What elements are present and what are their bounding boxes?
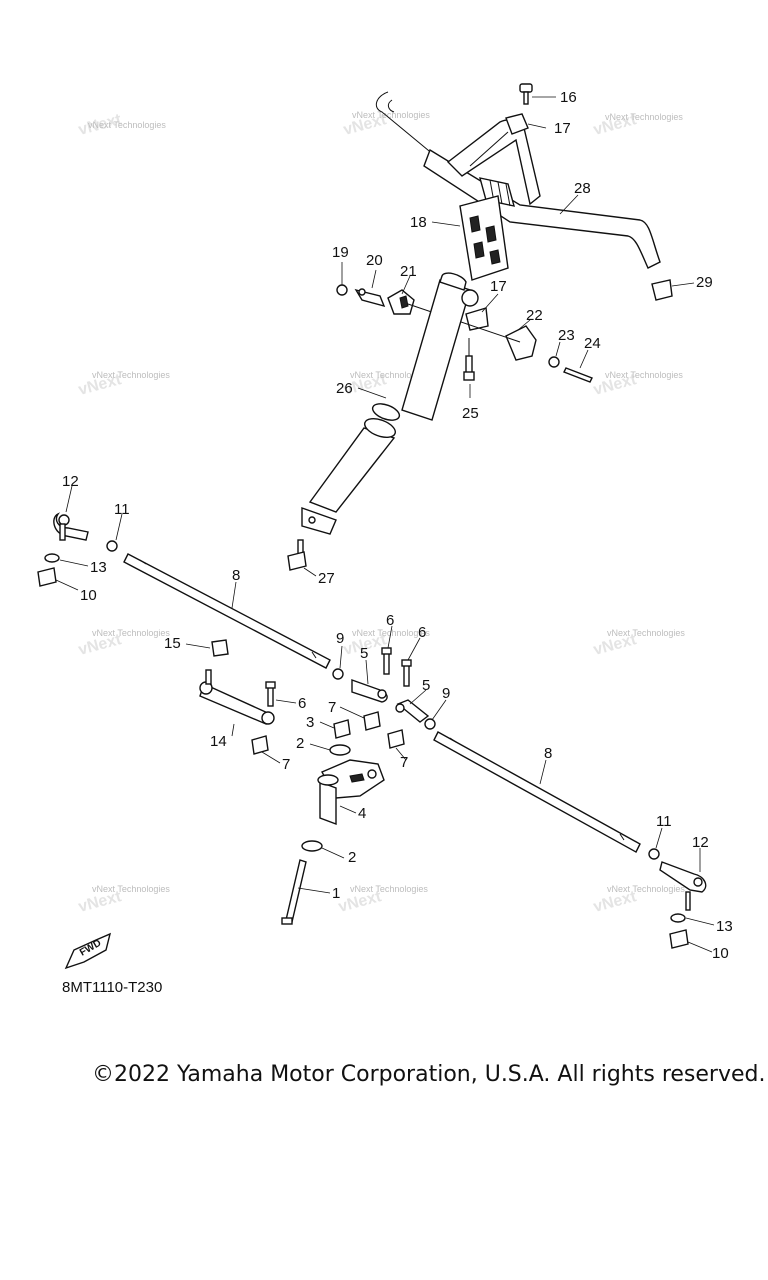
watermark: vNext Technologies [92,884,170,894]
callout-11: 11 [656,813,672,830]
callout-10: 10 [712,945,729,962]
callout-24: 24 [584,335,601,352]
callout-7: 7 [282,756,290,773]
callout-2: 2 [348,849,356,866]
callout-29: 29 [696,274,713,291]
callout-26: 26 [336,380,353,397]
steering-column-26 [287,272,479,571]
callout-2: 2 [296,735,304,752]
watermark: vNext Technologies [92,628,170,638]
bracket-parts-19-24 [336,284,593,383]
copyright-notice: ©2022 Yamaha Motor Corporation, U.S.A. A… [92,1062,766,1087]
callout-12: 12 [62,473,79,490]
callout-23: 23 [558,327,575,344]
watermark: vNext Technologies [352,628,430,638]
callout-22: 22 [526,307,543,324]
callout-14: 14 [210,733,227,750]
callout-9: 9 [442,685,450,702]
callout-17: 17 [554,120,571,137]
callout-10: 10 [80,587,97,604]
callout-13: 13 [90,559,107,576]
callout-5: 5 [422,677,430,694]
callout-18: 18 [410,214,427,231]
callout-12: 12 [692,834,709,851]
tie-rod-left-8 [37,512,344,680]
handlebar-holder-18 [459,195,509,281]
callout-11: 11 [114,501,130,518]
callout-19: 19 [332,244,349,261]
watermark: vNext Technologies [605,112,683,122]
watermark: vNext Technologies [92,370,170,380]
callout-numbers: 16 17 28 18 19 20 21 17 29 22 23 24 26 2… [62,89,733,962]
fwd-arrow: FWD [64,932,112,970]
callout-7: 7 [400,754,408,771]
callout-5: 5 [360,645,368,662]
callout-6: 6 [418,624,426,641]
callout-9: 9 [336,630,344,647]
watermark: vNext Technologies [352,110,430,120]
callout-25: 25 [462,405,479,422]
callout-16: 16 [560,89,577,106]
watermark: vNext Technologies [607,884,685,894]
callout-13: 13 [716,918,733,935]
watermark: vNext Technologies [350,370,428,380]
callout-4: 4 [358,805,366,822]
watermark: vNext Technologies [88,120,166,130]
diagram-code: 8MT1110-T230 [62,979,163,996]
callout-8: 8 [232,567,240,584]
callout-15: 15 [164,635,181,652]
callout-6: 6 [386,612,394,629]
callout-17: 17 [490,278,507,295]
watermark: vNext Technologies [607,628,685,638]
callout-28: 28 [574,180,591,197]
watermark: vNext Technologies [350,884,428,894]
leader-lines [55,96,715,953]
callout-6: 6 [298,695,306,712]
callout-8: 8 [544,745,552,762]
tie-rod-right-8 [424,718,707,949]
callout-20: 20 [366,252,383,269]
watermark: vNext Technologies [605,370,683,380]
callout-7: 7 [328,699,336,716]
callout-21: 21 [400,263,417,280]
callout-1: 1 [332,885,340,902]
callout-3: 3 [306,714,314,731]
linkage-center [199,639,430,925]
callout-27: 27 [318,570,335,587]
